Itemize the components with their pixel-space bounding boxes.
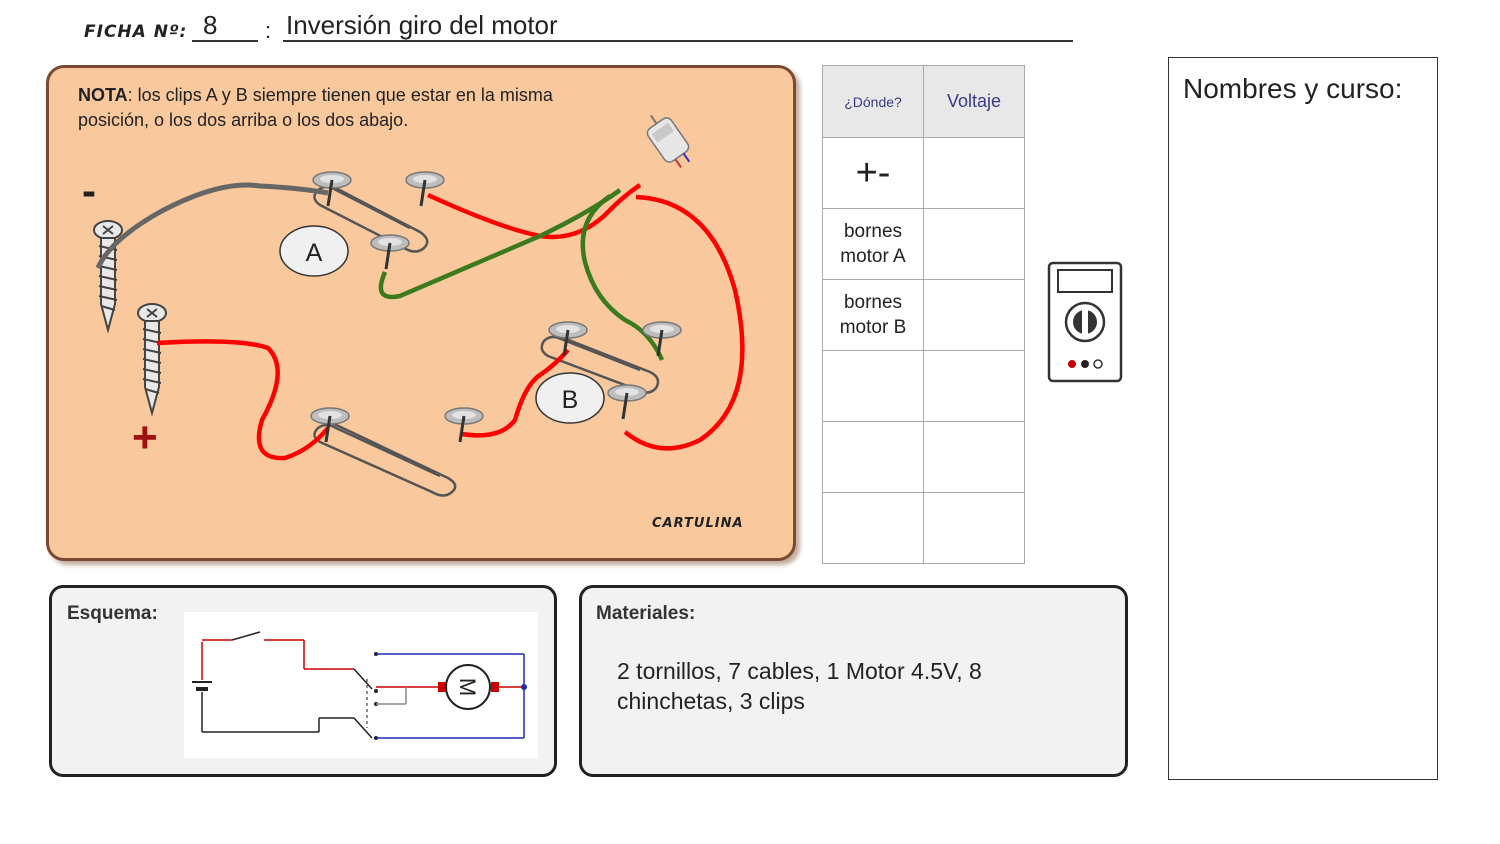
materiales-text: 2 tornillos, 7 cables, 1 Motor 4.5V, 8 c… <box>617 658 982 714</box>
table-cell-where: bornes motor B <box>822 279 924 351</box>
red-wire <box>623 194 745 451</box>
ficha-number: 8 <box>203 10 218 40</box>
table-cell-where: bornes motor A <box>822 208 924 280</box>
motor-icon <box>646 114 691 169</box>
column-header-voltaje: Voltaje <box>923 65 1025 138</box>
voltage-table: ¿Dónde? Voltaje +- bornes motor A bornes… <box>822 65 1025 564</box>
table-row <box>822 421 1025 493</box>
gray-wire <box>95 182 329 270</box>
table-cell-where[interactable] <box>822 350 924 422</box>
table-cell-voltage[interactable] <box>923 279 1025 351</box>
note-text: NOTA: los clips A y B siempre tienen que… <box>78 83 558 133</box>
wiring-illustration: - + A B <box>82 114 745 497</box>
materiales-panel <box>579 585 1128 777</box>
number-underline <box>192 40 258 42</box>
multimeter-icon <box>1047 261 1123 383</box>
page-title: Inversión giro del motor <box>286 10 558 40</box>
clip-b-badge <box>535 372 605 424</box>
paperclip-icon <box>313 420 457 497</box>
table-cell-voltage[interactable] <box>923 492 1025 564</box>
screw-icon <box>137 303 167 414</box>
table-row <box>822 350 1025 422</box>
thumbtack-icon <box>369 233 411 271</box>
minus-sign: - <box>82 167 96 214</box>
clip-a-label: A <box>306 239 323 267</box>
paperclip-icon <box>540 333 660 394</box>
red-wire <box>156 339 330 461</box>
note-body: : los clips A y B siempre tienen que est… <box>78 85 553 130</box>
table-row: bornes motor B <box>822 279 1025 351</box>
table-cell-where[interactable] <box>822 421 924 493</box>
names-box[interactable] <box>1168 57 1438 780</box>
svg-text:M: M <box>455 678 480 696</box>
clip-b-label: B <box>562 386 579 414</box>
green-wire <box>378 188 622 300</box>
thumbtack-icon <box>606 383 648 421</box>
circuit-diagram: M <box>184 612 538 758</box>
red-wire <box>427 183 642 240</box>
ficha-label: FICHA Nº: <box>84 22 188 42</box>
table-cell-voltage[interactable] <box>923 208 1025 280</box>
red-wire <box>461 348 570 438</box>
screw-icon <box>93 220 123 331</box>
table-header-row: ¿Dónde? Voltaje <box>822 65 1025 138</box>
table-cell-voltage[interactable] <box>923 350 1025 422</box>
ficha-separator: : <box>265 18 272 43</box>
table-cell-where[interactable] <box>822 492 924 564</box>
esquema-title: Esquema: <box>67 603 158 624</box>
clip-a-badge <box>279 225 349 277</box>
table-row: +- <box>822 137 1025 209</box>
table-row <box>822 492 1025 564</box>
cartulina-label: CARTULINA <box>652 516 744 531</box>
column-header-donde: ¿Dónde? <box>822 65 924 138</box>
title-underline <box>283 40 1073 42</box>
table-cell-where: +- <box>822 137 924 209</box>
table-row: bornes motor A <box>822 208 1025 280</box>
note-bold: NOTA <box>78 85 128 105</box>
materiales-title: Materiales: <box>596 603 696 624</box>
table-cell-voltage[interactable] <box>923 137 1025 209</box>
plus-sign: + <box>132 413 158 462</box>
names-label: Nombres y curso: <box>1183 73 1403 104</box>
table-cell-voltage[interactable] <box>923 421 1025 493</box>
